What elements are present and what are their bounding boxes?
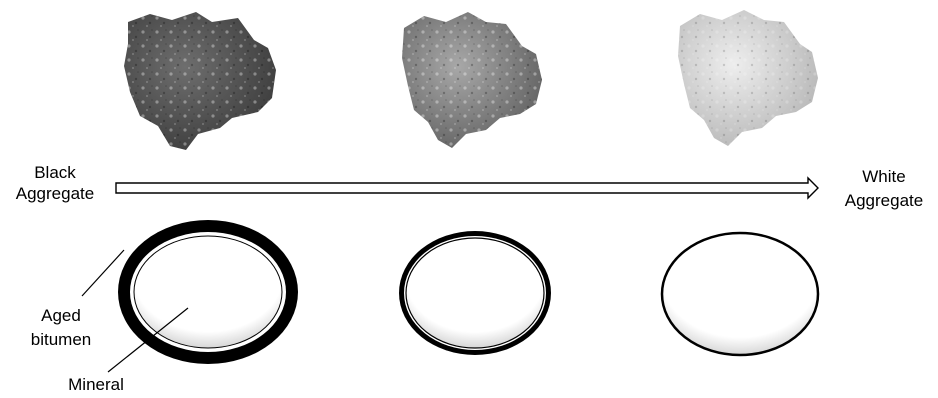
aging-arrow (116, 178, 818, 198)
rock-black-aggregate (124, 12, 276, 150)
black-aggregate-label-line1: Black (34, 163, 76, 182)
aged-bitumen-leader (82, 250, 124, 296)
coated-particle-medium (399, 231, 551, 355)
rock-partial-aggregate (402, 12, 542, 148)
black-aggregate-label-line2: Aggregate (16, 184, 94, 203)
white-aggregate-label-line1: White (862, 167, 905, 186)
mineral-label: Mineral (68, 375, 124, 394)
aged-bitumen-label-line2: bitumen (31, 330, 91, 349)
white-aggregate-label-line2: Aggregate (845, 191, 923, 210)
coated-particle-thin (662, 233, 818, 355)
rock-white-aggregate (678, 10, 818, 146)
aged-bitumen-label-line1: Aged (41, 306, 81, 325)
